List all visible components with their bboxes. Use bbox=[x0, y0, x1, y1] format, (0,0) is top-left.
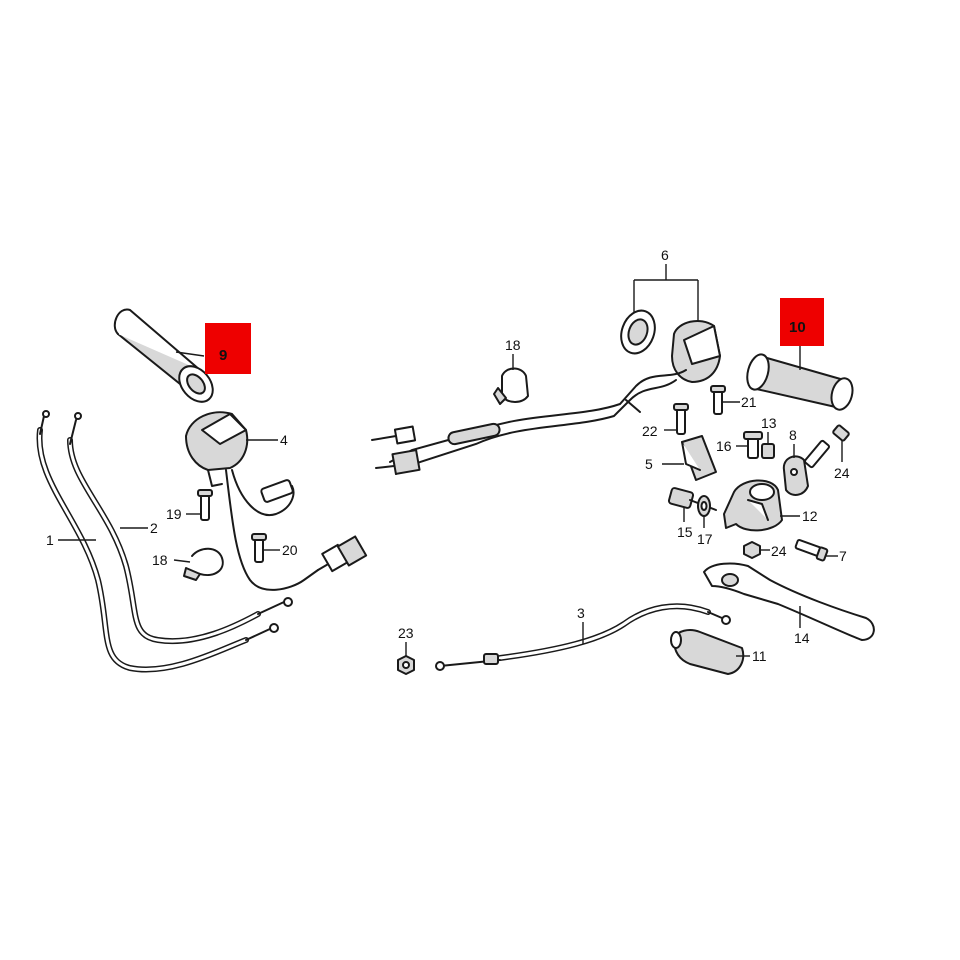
callout-10-highlight bbox=[780, 298, 824, 346]
callout-3-label: 3 bbox=[577, 605, 585, 621]
callout-18-right-label: 18 bbox=[505, 337, 521, 353]
part-17-nut[interactable] bbox=[697, 495, 711, 528]
callout-1-label: 1 bbox=[46, 532, 54, 548]
left-switch-wiring bbox=[225, 469, 368, 591]
part-25-bolt[interactable] bbox=[803, 424, 850, 469]
callout-15-label: 15 bbox=[677, 524, 693, 540]
callout-5-label: 5 bbox=[645, 456, 653, 472]
part-1-throttle-cable-a[interactable] bbox=[36, 410, 279, 673]
callout-19-label: 19 bbox=[166, 506, 182, 522]
part-18-left-band[interactable] bbox=[173, 547, 224, 581]
callout-16-label: 16 bbox=[716, 438, 732, 454]
callout-21-label: 21 bbox=[741, 394, 757, 410]
callout-7-label: 7 bbox=[839, 548, 847, 564]
part-12-lever-bracket[interactable] bbox=[723, 479, 800, 532]
part-7-screw[interactable] bbox=[794, 539, 838, 562]
callout-13-label: 13 bbox=[761, 415, 777, 431]
part-9-left-grip[interactable] bbox=[113, 308, 220, 408]
callout-6-label: 6 bbox=[661, 247, 669, 263]
part-2-throttle-cable-b[interactable] bbox=[67, 412, 293, 645]
callout-24-label: 24 bbox=[771, 543, 787, 559]
part-8-holder[interactable] bbox=[782, 444, 809, 496]
part-22-screw[interactable] bbox=[664, 403, 689, 435]
callout-11-label: 11 bbox=[752, 648, 767, 664]
callout-9-label: 9 bbox=[219, 347, 227, 364]
part-13-bolt[interactable] bbox=[761, 432, 775, 459]
part-16-bolt[interactable] bbox=[736, 431, 763, 459]
part-23-nut[interactable] bbox=[397, 642, 415, 675]
part-4-left-switch[interactable] bbox=[185, 411, 278, 487]
callout-2-label: 2 bbox=[150, 520, 158, 536]
callout-22-label: 22 bbox=[642, 423, 658, 439]
callout-14-label: 14 bbox=[794, 630, 810, 646]
part-11-lever-cover[interactable] bbox=[670, 629, 750, 675]
callout-12-label: 12 bbox=[802, 508, 818, 524]
right-switch-wiring bbox=[371, 369, 687, 475]
callout-17-label: 17 bbox=[697, 531, 713, 547]
part-6-right-switch[interactable] bbox=[615, 264, 721, 383]
part-5-switch[interactable] bbox=[662, 435, 717, 481]
part-24-nut[interactable] bbox=[743, 541, 770, 559]
part-10-right-grip[interactable] bbox=[744, 346, 856, 412]
part-3-clutch-cable[interactable] bbox=[435, 603, 731, 671]
callout-4-label: 4 bbox=[280, 432, 288, 448]
callout-8-label: 8 bbox=[789, 427, 797, 443]
callout-25-label: 24 bbox=[834, 465, 850, 481]
callout-9-highlight bbox=[205, 323, 251, 374]
part-21-screw[interactable] bbox=[710, 385, 740, 415]
callout-10-label: 10 bbox=[789, 319, 806, 336]
part-20-screw[interactable] bbox=[251, 533, 280, 563]
callout-20-label: 20 bbox=[282, 542, 298, 558]
callout-18-left-label: 18 bbox=[152, 552, 168, 568]
part-14-lever[interactable] bbox=[703, 562, 875, 641]
part-19-screw[interactable] bbox=[186, 489, 213, 521]
part-18-right-band[interactable] bbox=[493, 354, 529, 405]
callout-23-label: 23 bbox=[398, 625, 414, 641]
